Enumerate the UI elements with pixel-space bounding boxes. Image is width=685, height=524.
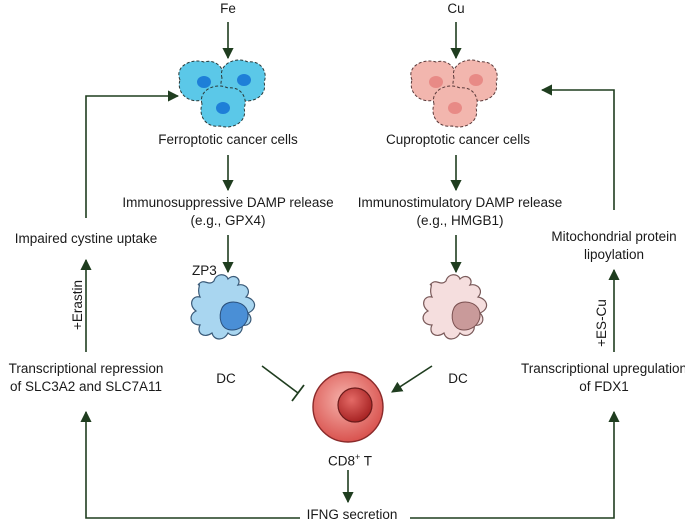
dendritic-cell-right-icon [422, 274, 488, 340]
lipoylation-label-line1: Mitochondrial protein [551, 229, 677, 244]
impaired-uptake-label: Impaired cystine uptake [14, 231, 158, 246]
inhibition-bar [291, 384, 305, 402]
cu-label: Cu [447, 1, 465, 16]
cuproptotic-nuclei-icon [429, 74, 483, 114]
immunosuppressive-damp-example: (e.g., GPX4) [190, 213, 266, 228]
dc-right-label: DC [448, 371, 468, 386]
ifng-secretion-label: IFNG secretion [302, 506, 402, 524]
repression-label-line1: Transcriptional repression [8, 361, 164, 376]
immunosuppressive-damp-label: Immunosuppressive DAMP release [122, 195, 334, 210]
arrow-ifng-to-repression [80, 410, 300, 519]
ferroptotic-nuclei-icon [197, 74, 251, 114]
cd8-t-cell-label: CD8+ T [327, 452, 373, 469]
lipoylation-label-line2: lipoylation [583, 247, 645, 262]
cd8-t-cell-icon [312, 371, 384, 443]
dc-left-label: DC [216, 371, 236, 386]
es-cu-label: +ES-Cu [594, 299, 609, 347]
erastin-label: +Erastin [70, 280, 85, 330]
upregulation-label-line1: Transcriptional upregulation [520, 361, 685, 376]
arrow-lipoylation-to-cupro-cells [540, 84, 615, 210]
fe-label: Fe [220, 1, 236, 16]
repression-label-line2: of SLC3A2 and SLC7A11 [9, 379, 163, 394]
cuproptotic-cells-icon [410, 59, 498, 128]
immunostimulatory-damp-label: Immunostimulatory DAMP release [357, 195, 563, 210]
inhibition-dc-to-tcell [261, 365, 299, 394]
arrow-ifng-to-upregulation [410, 410, 620, 519]
zp3-label: ZP3 [192, 263, 217, 278]
ferroptotic-cells-label: Ferroptotic cancer cells [158, 132, 298, 147]
upregulation-label-line2: of FDX1 [579, 379, 629, 394]
arrow-uptake-to-ferro-cells [85, 90, 180, 218]
ferroptotic-cells-icon [178, 59, 266, 128]
cuproptotic-cells-label: Cuproptotic cancer cells [385, 132, 531, 147]
immunostimulatory-damp-example: (e.g., HMGB1) [416, 213, 504, 228]
arrow-dc-to-tcell [391, 365, 433, 393]
dendritic-cell-left-icon [190, 274, 256, 340]
